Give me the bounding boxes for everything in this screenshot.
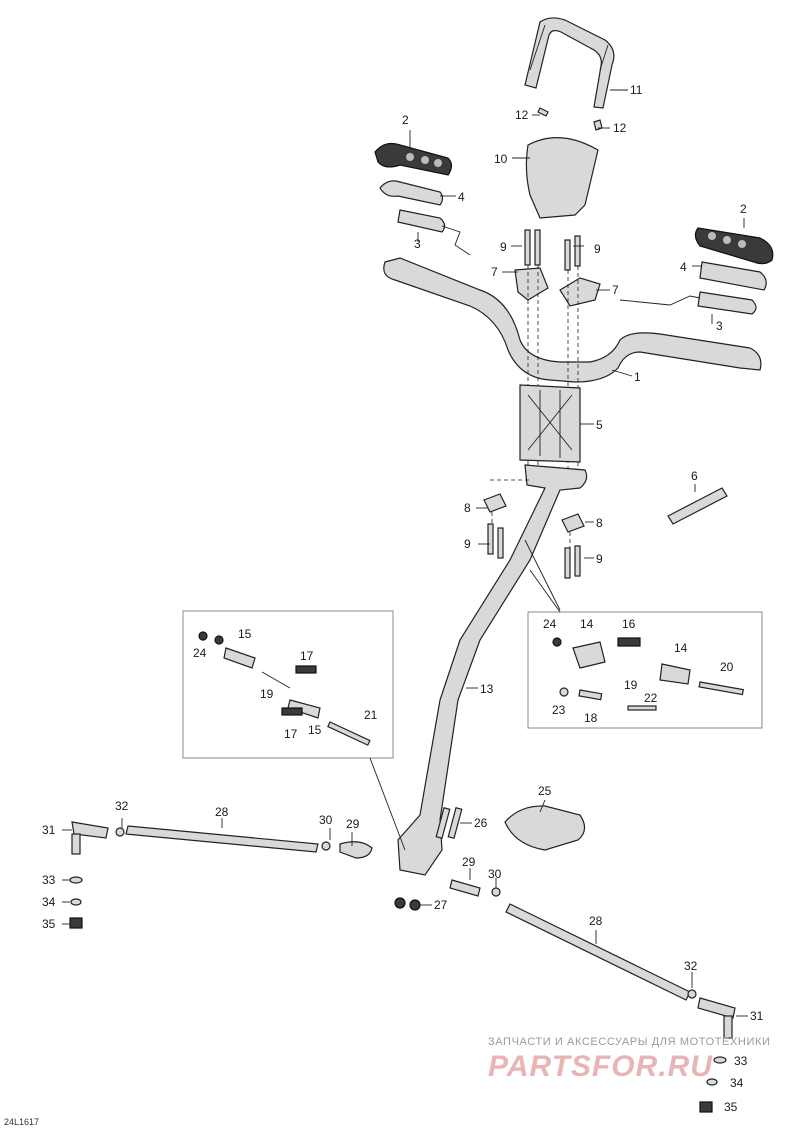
callout-30: 30 xyxy=(488,867,502,881)
callout-32: 32 xyxy=(684,959,698,973)
callout-9: 9 xyxy=(500,240,507,254)
callout-2: 2 xyxy=(402,113,409,127)
callout-7: 7 xyxy=(491,265,498,279)
callout-27: 27 xyxy=(434,898,448,912)
detail-box-right xyxy=(527,569,763,729)
callout-35: 35 xyxy=(724,1100,738,1114)
callout-22: 22 xyxy=(644,691,658,705)
callout-12: 12 xyxy=(515,108,529,122)
handlebar-part[interactable] xyxy=(383,257,762,383)
callout-17: 17 xyxy=(300,649,314,663)
callout-26: 26 xyxy=(474,816,488,830)
callout-9: 9 xyxy=(596,552,603,566)
callout-25: 25 xyxy=(538,784,552,798)
nut-part[interactable] xyxy=(394,897,421,911)
callout-35: 35 xyxy=(42,917,56,931)
tie-rod-end-left-part[interactable] xyxy=(71,821,109,855)
callout-3: 3 xyxy=(716,319,723,333)
callout-11: 11 xyxy=(630,83,643,97)
grip-left-part[interactable] xyxy=(374,142,453,176)
callout-15: 15 xyxy=(308,723,322,737)
tie-rod-right-part[interactable] xyxy=(505,903,691,1001)
drawing-reference: 24L1617 xyxy=(4,1117,40,1127)
callout-19: 19 xyxy=(624,678,638,692)
watermark-logo: PARTSFOR.RU xyxy=(488,1050,713,1083)
callout-32: 32 xyxy=(115,799,129,813)
cover-plate-part[interactable] xyxy=(504,805,586,851)
callout-31: 31 xyxy=(750,1009,764,1023)
callout-2: 2 xyxy=(740,202,747,216)
handlebar-riser-part[interactable] xyxy=(519,384,581,463)
detail-box-left xyxy=(182,610,406,851)
watermark-tagline: ЗАПЧАСТИ И АКСЕССУАРЫ ДЛЯ МОТОТЕХНИКИ xyxy=(488,1036,771,1048)
callout-16: 16 xyxy=(622,617,636,631)
callout-13: 13 xyxy=(480,682,494,696)
callout-19: 19 xyxy=(260,687,274,701)
callout-6: 6 xyxy=(691,469,698,483)
callout-8: 8 xyxy=(596,516,603,530)
screw-part[interactable] xyxy=(537,107,603,131)
callout-21: 21 xyxy=(364,708,378,722)
ball-joint-right-part[interactable] xyxy=(449,879,481,897)
callout-28: 28 xyxy=(215,805,229,819)
bolt-part[interactable] xyxy=(524,229,581,271)
steering-column-part[interactable] xyxy=(397,464,588,876)
callout-34: 34 xyxy=(42,895,56,909)
callout-23: 23 xyxy=(552,703,566,717)
ball-joint-left-part[interactable] xyxy=(339,841,373,859)
callout-14: 14 xyxy=(580,617,594,631)
callout-1: 1 xyxy=(634,370,641,384)
tie-rod-end-right-part[interactable] xyxy=(697,997,736,1039)
callout-24: 24 xyxy=(543,617,557,631)
callout-31: 31 xyxy=(42,823,56,837)
callout-9: 9 xyxy=(464,537,471,551)
callout-15: 15 xyxy=(238,627,252,641)
heater-wire-right-part[interactable] xyxy=(619,291,757,315)
callout-28: 28 xyxy=(589,914,603,928)
leader-lines xyxy=(62,89,748,1017)
callout-5: 5 xyxy=(596,418,603,432)
bolt-part[interactable] xyxy=(487,523,581,579)
callout-4: 4 xyxy=(458,190,465,204)
strap-part[interactable] xyxy=(667,487,728,525)
callout-34: 34 xyxy=(730,1076,744,1090)
grip-heater-left-part[interactable] xyxy=(379,180,444,206)
grip-heater-right-part[interactable] xyxy=(699,261,767,291)
callout-14: 14 xyxy=(674,641,688,655)
callout-33: 33 xyxy=(734,1054,748,1068)
callout-9: 9 xyxy=(594,242,601,256)
callout-33: 33 xyxy=(42,873,56,887)
grip-right-part[interactable] xyxy=(694,227,774,265)
callout-7: 7 xyxy=(612,283,619,297)
column-clamp-left-part[interactable] xyxy=(483,493,507,513)
callout-12: 12 xyxy=(613,121,627,135)
callout-30: 30 xyxy=(319,813,333,827)
heater-wire-left-part[interactable] xyxy=(397,209,471,256)
callout-24: 24 xyxy=(193,646,207,660)
callout-29: 29 xyxy=(462,855,476,869)
callout-17: 17 xyxy=(284,727,298,741)
handlebar-guard-part[interactable] xyxy=(524,17,615,109)
handlebar-pad-part[interactable] xyxy=(525,136,599,219)
tie-rod-left-part[interactable] xyxy=(125,825,319,853)
callout-3: 3 xyxy=(414,237,421,251)
bolt-part[interactable] xyxy=(435,806,463,840)
callout-18: 18 xyxy=(584,711,598,725)
column-clamp-right-part[interactable] xyxy=(561,513,585,533)
clamp-upper-right-part[interactable] xyxy=(559,277,601,307)
clamp-upper-left-part[interactable] xyxy=(514,267,549,301)
nut-part[interactable] xyxy=(491,887,727,1113)
callout-29: 29 xyxy=(346,817,360,831)
callout-20: 20 xyxy=(720,660,734,674)
callout-4: 4 xyxy=(680,260,687,274)
callout-10: 10 xyxy=(494,152,508,166)
callout-8: 8 xyxy=(464,501,471,515)
